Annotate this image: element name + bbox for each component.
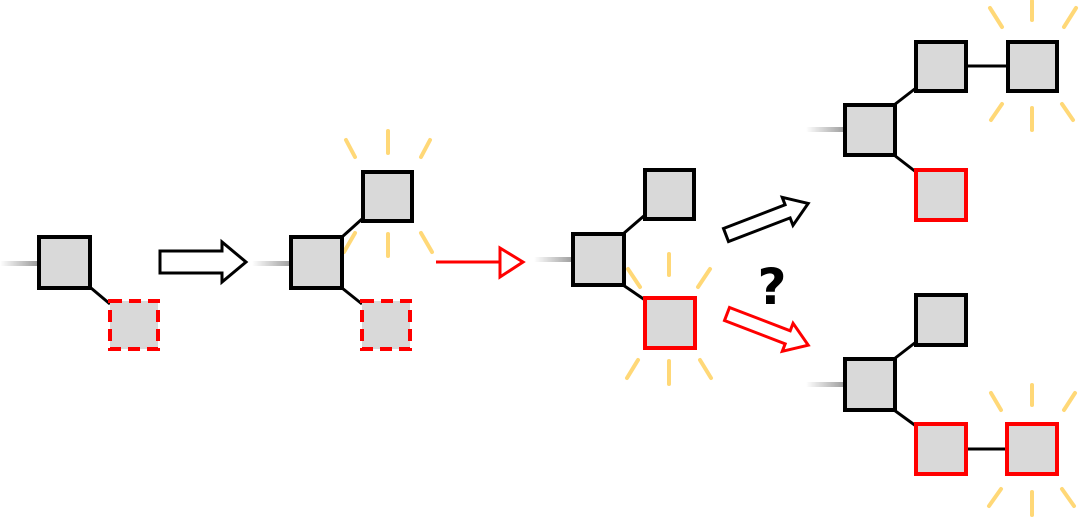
stage-1-edge bbox=[90, 286, 111, 306]
outcome-bottom-lower-node bbox=[914, 422, 968, 476]
stage-3-root-node bbox=[571, 232, 626, 287]
stage-2-edge-upper bbox=[340, 217, 364, 239]
outcome-top-root-node bbox=[843, 103, 897, 157]
arrow-3-down-shape bbox=[722, 305, 811, 354]
outcome-bottom-root-stub bbox=[806, 382, 846, 387]
outcome-top-edge-lower bbox=[893, 153, 917, 174]
outcome-top-right-node bbox=[1006, 40, 1059, 93]
outcome-top-edge-upper bbox=[893, 86, 917, 107]
stage-2-root-node bbox=[289, 235, 344, 290]
stage-2-upper-node bbox=[361, 170, 414, 223]
arrow-2 bbox=[436, 245, 526, 280]
stage-2-glow-rays bbox=[342, 129, 434, 258]
stage-3-glow-rays bbox=[625, 252, 713, 386]
outcome-top-upper-node bbox=[914, 40, 968, 93]
outcome-top-glow-rays bbox=[988, 0, 1078, 132]
stage-2-root-stub bbox=[252, 261, 292, 266]
stage-3-edge-upper bbox=[622, 213, 646, 236]
arrow-1 bbox=[158, 238, 249, 286]
outcome-bottom-root-node bbox=[843, 357, 897, 412]
stage-3-lower-node bbox=[643, 296, 697, 350]
arrow-1-shape bbox=[158, 238, 249, 286]
arrow-3-down bbox=[722, 305, 811, 354]
stage-3-edge-lower bbox=[622, 283, 646, 302]
stage-1-root-stub bbox=[0, 261, 38, 266]
stage-1 bbox=[0, 235, 160, 351]
outcome-bottom bbox=[806, 293, 1077, 517]
arrow-3-up bbox=[721, 195, 811, 244]
stage-1-root-node bbox=[37, 235, 92, 290]
arrow-3-up-shape bbox=[721, 195, 811, 244]
stage-1-pending-node bbox=[108, 299, 160, 351]
stage-3 bbox=[534, 168, 713, 386]
arrow-2-head bbox=[498, 245, 526, 280]
outcome-bottom-glow-rays bbox=[987, 383, 1077, 517]
question-mark: ? bbox=[757, 258, 786, 316]
outcome-bottom-edge-upper bbox=[893, 340, 917, 361]
stage-3-root-stub bbox=[534, 257, 574, 262]
stage-2-edge-lower bbox=[341, 286, 363, 306]
outcome-top-lower-node bbox=[914, 168, 968, 222]
stage-2 bbox=[252, 129, 434, 351]
stage-3-upper-node bbox=[643, 168, 696, 221]
outcome-bottom-edge-lower bbox=[893, 408, 917, 428]
outcome-top-root-stub bbox=[806, 127, 846, 132]
outcome-bottom-right-node bbox=[1005, 422, 1059, 476]
outcome-bottom-upper-node bbox=[914, 293, 968, 347]
stage-2-pending-node bbox=[360, 299, 412, 351]
outcome-top bbox=[806, 0, 1078, 222]
